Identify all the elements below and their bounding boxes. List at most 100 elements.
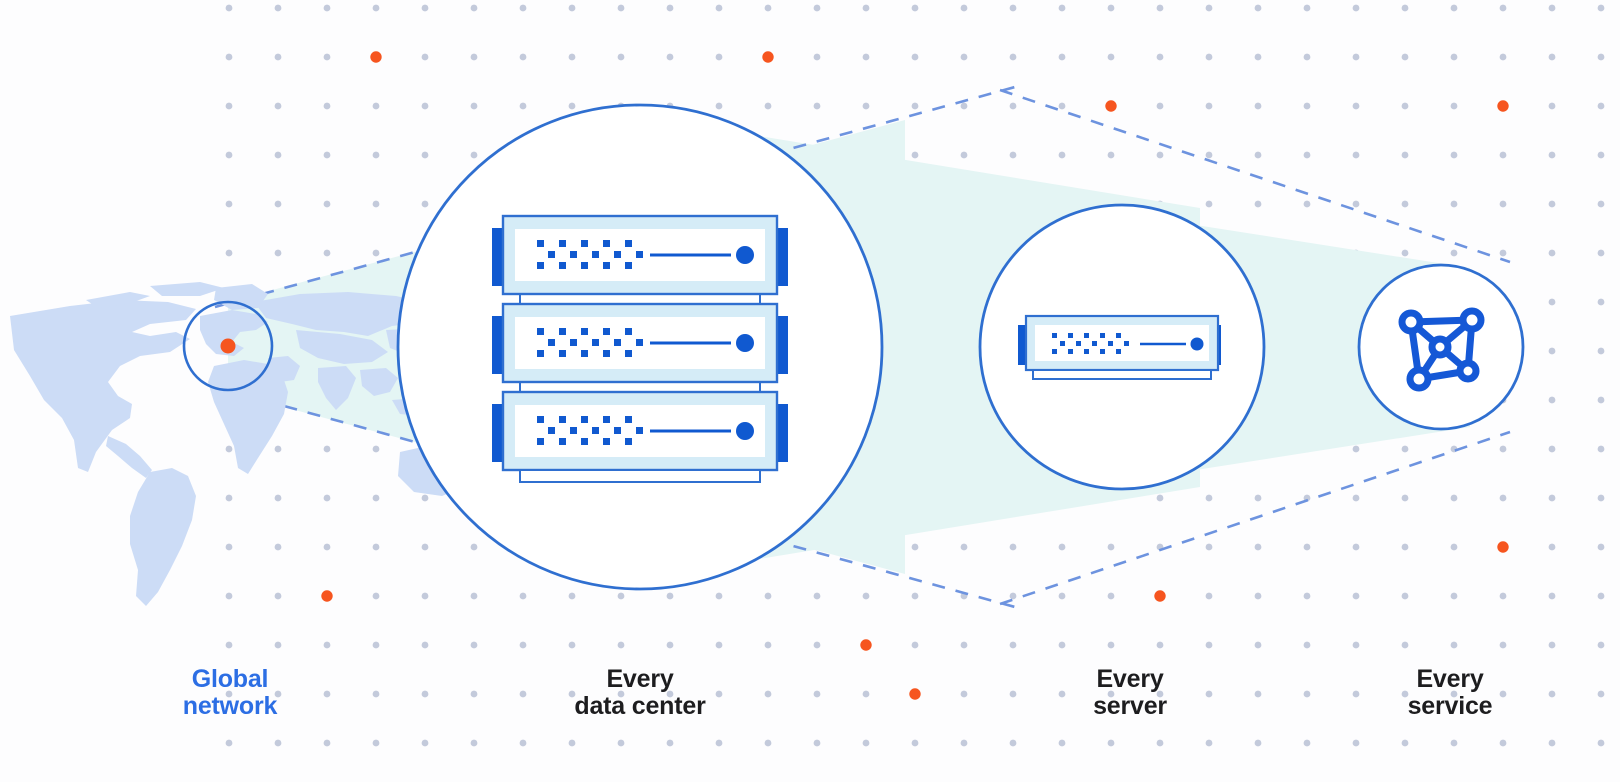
grid-dot [666,592,674,600]
grid-dot [1450,102,1458,110]
grid-dot [715,641,723,649]
grid-dot [323,151,331,159]
grid-dot [568,592,576,600]
grid-dot [1597,641,1605,649]
single-server-icon [1018,314,1221,380]
grid-dot [862,592,870,600]
grid-dot [617,690,625,698]
grid-dot [421,200,429,208]
grid-dot [1205,4,1213,12]
grid-dot [1548,151,1556,159]
grid-dot [372,151,380,159]
grid-dot [1499,200,1507,208]
grid-dot [225,53,233,61]
grid-dot [911,543,919,551]
grid-dot [1597,396,1605,404]
grid-dot [274,494,282,502]
grid-dot [1254,102,1262,110]
grid-dot [1205,494,1213,502]
grid-dot-highlight [909,688,921,700]
grid-dot [1254,200,1262,208]
grid-dot [1156,494,1164,502]
grid-dot [1303,641,1311,649]
grid-dot [323,200,331,208]
grid-dot-highlight [1497,100,1509,112]
grid-dot [470,739,478,747]
grid-dot [813,641,821,649]
grid-dot [1352,494,1360,502]
grid-dot [1058,53,1066,61]
grid-dot [715,739,723,747]
grid-dot [960,53,968,61]
grid-dot [1352,739,1360,747]
grid-dot [323,53,331,61]
grid-dot [1499,4,1507,12]
grid-dot [1009,690,1017,698]
grid-dot [666,690,674,698]
server-led-grid [537,416,643,445]
service-group [1357,263,1525,431]
grid-dot [1254,151,1262,159]
grid-dot [225,690,233,698]
grid-dot [666,53,674,61]
grid-dot [323,543,331,551]
grid-dot [372,249,380,257]
grid-dot [1401,543,1409,551]
grid-dot [617,592,625,600]
grid-dot [1058,739,1066,747]
grid-dot [764,102,772,110]
grid-dot [1597,347,1605,355]
grid-dot [1156,641,1164,649]
grid-dot [1401,592,1409,600]
grid-dot [421,102,429,110]
grid-dot [1009,102,1017,110]
server-base [1032,369,1212,380]
grid-dot [470,102,478,110]
grid-dot [1450,494,1458,502]
grid-dot [323,4,331,12]
grid-dot [1156,102,1164,110]
grid-dot [1009,151,1017,159]
grid-dot [372,445,380,453]
grid-dot [1009,592,1017,600]
dash-lower-2 [999,430,1511,606]
grid-dot [666,4,674,12]
grid-dot [1058,102,1066,110]
grid-dot [1548,200,1556,208]
grid-dot [1597,494,1605,502]
grid-dot [568,739,576,747]
grid-dot [519,102,527,110]
grid-dot [1450,151,1458,159]
grid-dot [1058,592,1066,600]
grid-dot [372,543,380,551]
grid-dot-highlight [1105,100,1117,112]
grid-dot [666,739,674,747]
grid-dot [1597,249,1605,257]
grid-dot [911,4,919,12]
grid-dot [960,543,968,551]
grid-dot [1548,739,1556,747]
grid-dot [1254,543,1262,551]
stage-label-every-data-center: Every data center [574,665,706,720]
grid-dot [1401,641,1409,649]
grid-dot [1303,543,1311,551]
grid-dot [1205,200,1213,208]
grid-dot [1254,4,1262,12]
grid-dot [960,4,968,12]
grid-dot [274,739,282,747]
grid-dot [225,739,233,747]
grid-dot [1597,53,1605,61]
grid-dot [274,4,282,12]
grid-dot [1107,53,1115,61]
grid-dot [1107,739,1115,747]
grid-dot [1205,543,1213,551]
grid-dot [1597,445,1605,453]
grid-dot [813,592,821,600]
grid-dot [225,4,233,12]
grid-dot [568,4,576,12]
grid-dot-highlight [1497,541,1509,553]
grid-dot [372,200,380,208]
grid-dot [960,151,968,159]
grid-dot [1597,543,1605,551]
